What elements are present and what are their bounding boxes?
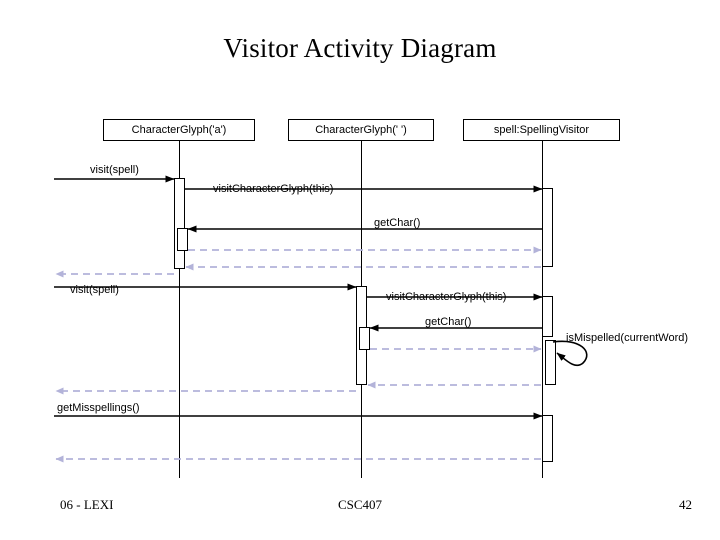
message-label-visit-spell-1: visit(spell) bbox=[90, 164, 139, 176]
message-label-visitcharacterglyph-1: visitCharacterGlyph(this) bbox=[213, 183, 334, 195]
arrow-ismispelled-self bbox=[552, 340, 588, 367]
footer-page-number: 42 bbox=[679, 497, 692, 512]
footer-center: CSC407 bbox=[337, 497, 383, 512]
message-label-getmisspellings: getMisspellings() bbox=[57, 402, 140, 414]
activation-glyph-a-outer bbox=[174, 178, 185, 269]
call-arrows bbox=[54, 175, 588, 420]
return-arrows bbox=[55, 246, 542, 463]
participant-box-glyph-space[interactable]: CharacterGlyph(' ') bbox=[288, 119, 434, 141]
message-label-visit-spell-2: visit(spell) bbox=[70, 284, 119, 296]
activation-glyph-sp-getchar bbox=[359, 327, 370, 350]
message-label-getchar-2: getChar() bbox=[425, 316, 472, 328]
activation-bars bbox=[174, 178, 556, 462]
message-label-visitcharacterglyph-2: visitCharacterGlyph(this) bbox=[386, 291, 507, 303]
activation-visitor-2 bbox=[542, 296, 553, 337]
activation-visitor-self bbox=[545, 340, 556, 385]
participant-box-glyph-a[interactable]: CharacterGlyph('a') bbox=[103, 119, 255, 141]
activation-glyph-a-getchar bbox=[177, 228, 188, 251]
activation-visitor-3 bbox=[542, 415, 553, 462]
participant-box-spelling-visitor[interactable]: spell:SpellingVisitor bbox=[463, 119, 620, 141]
page-title: Visitor Activity Diagram bbox=[223, 33, 497, 63]
message-label-ismispelled: isMispelled(currentWord) bbox=[566, 332, 689, 344]
message-label-getchar-1: getChar() bbox=[374, 217, 421, 229]
activation-visitor-1 bbox=[542, 188, 553, 267]
footer-left: 06 - LEXI bbox=[60, 497, 114, 512]
